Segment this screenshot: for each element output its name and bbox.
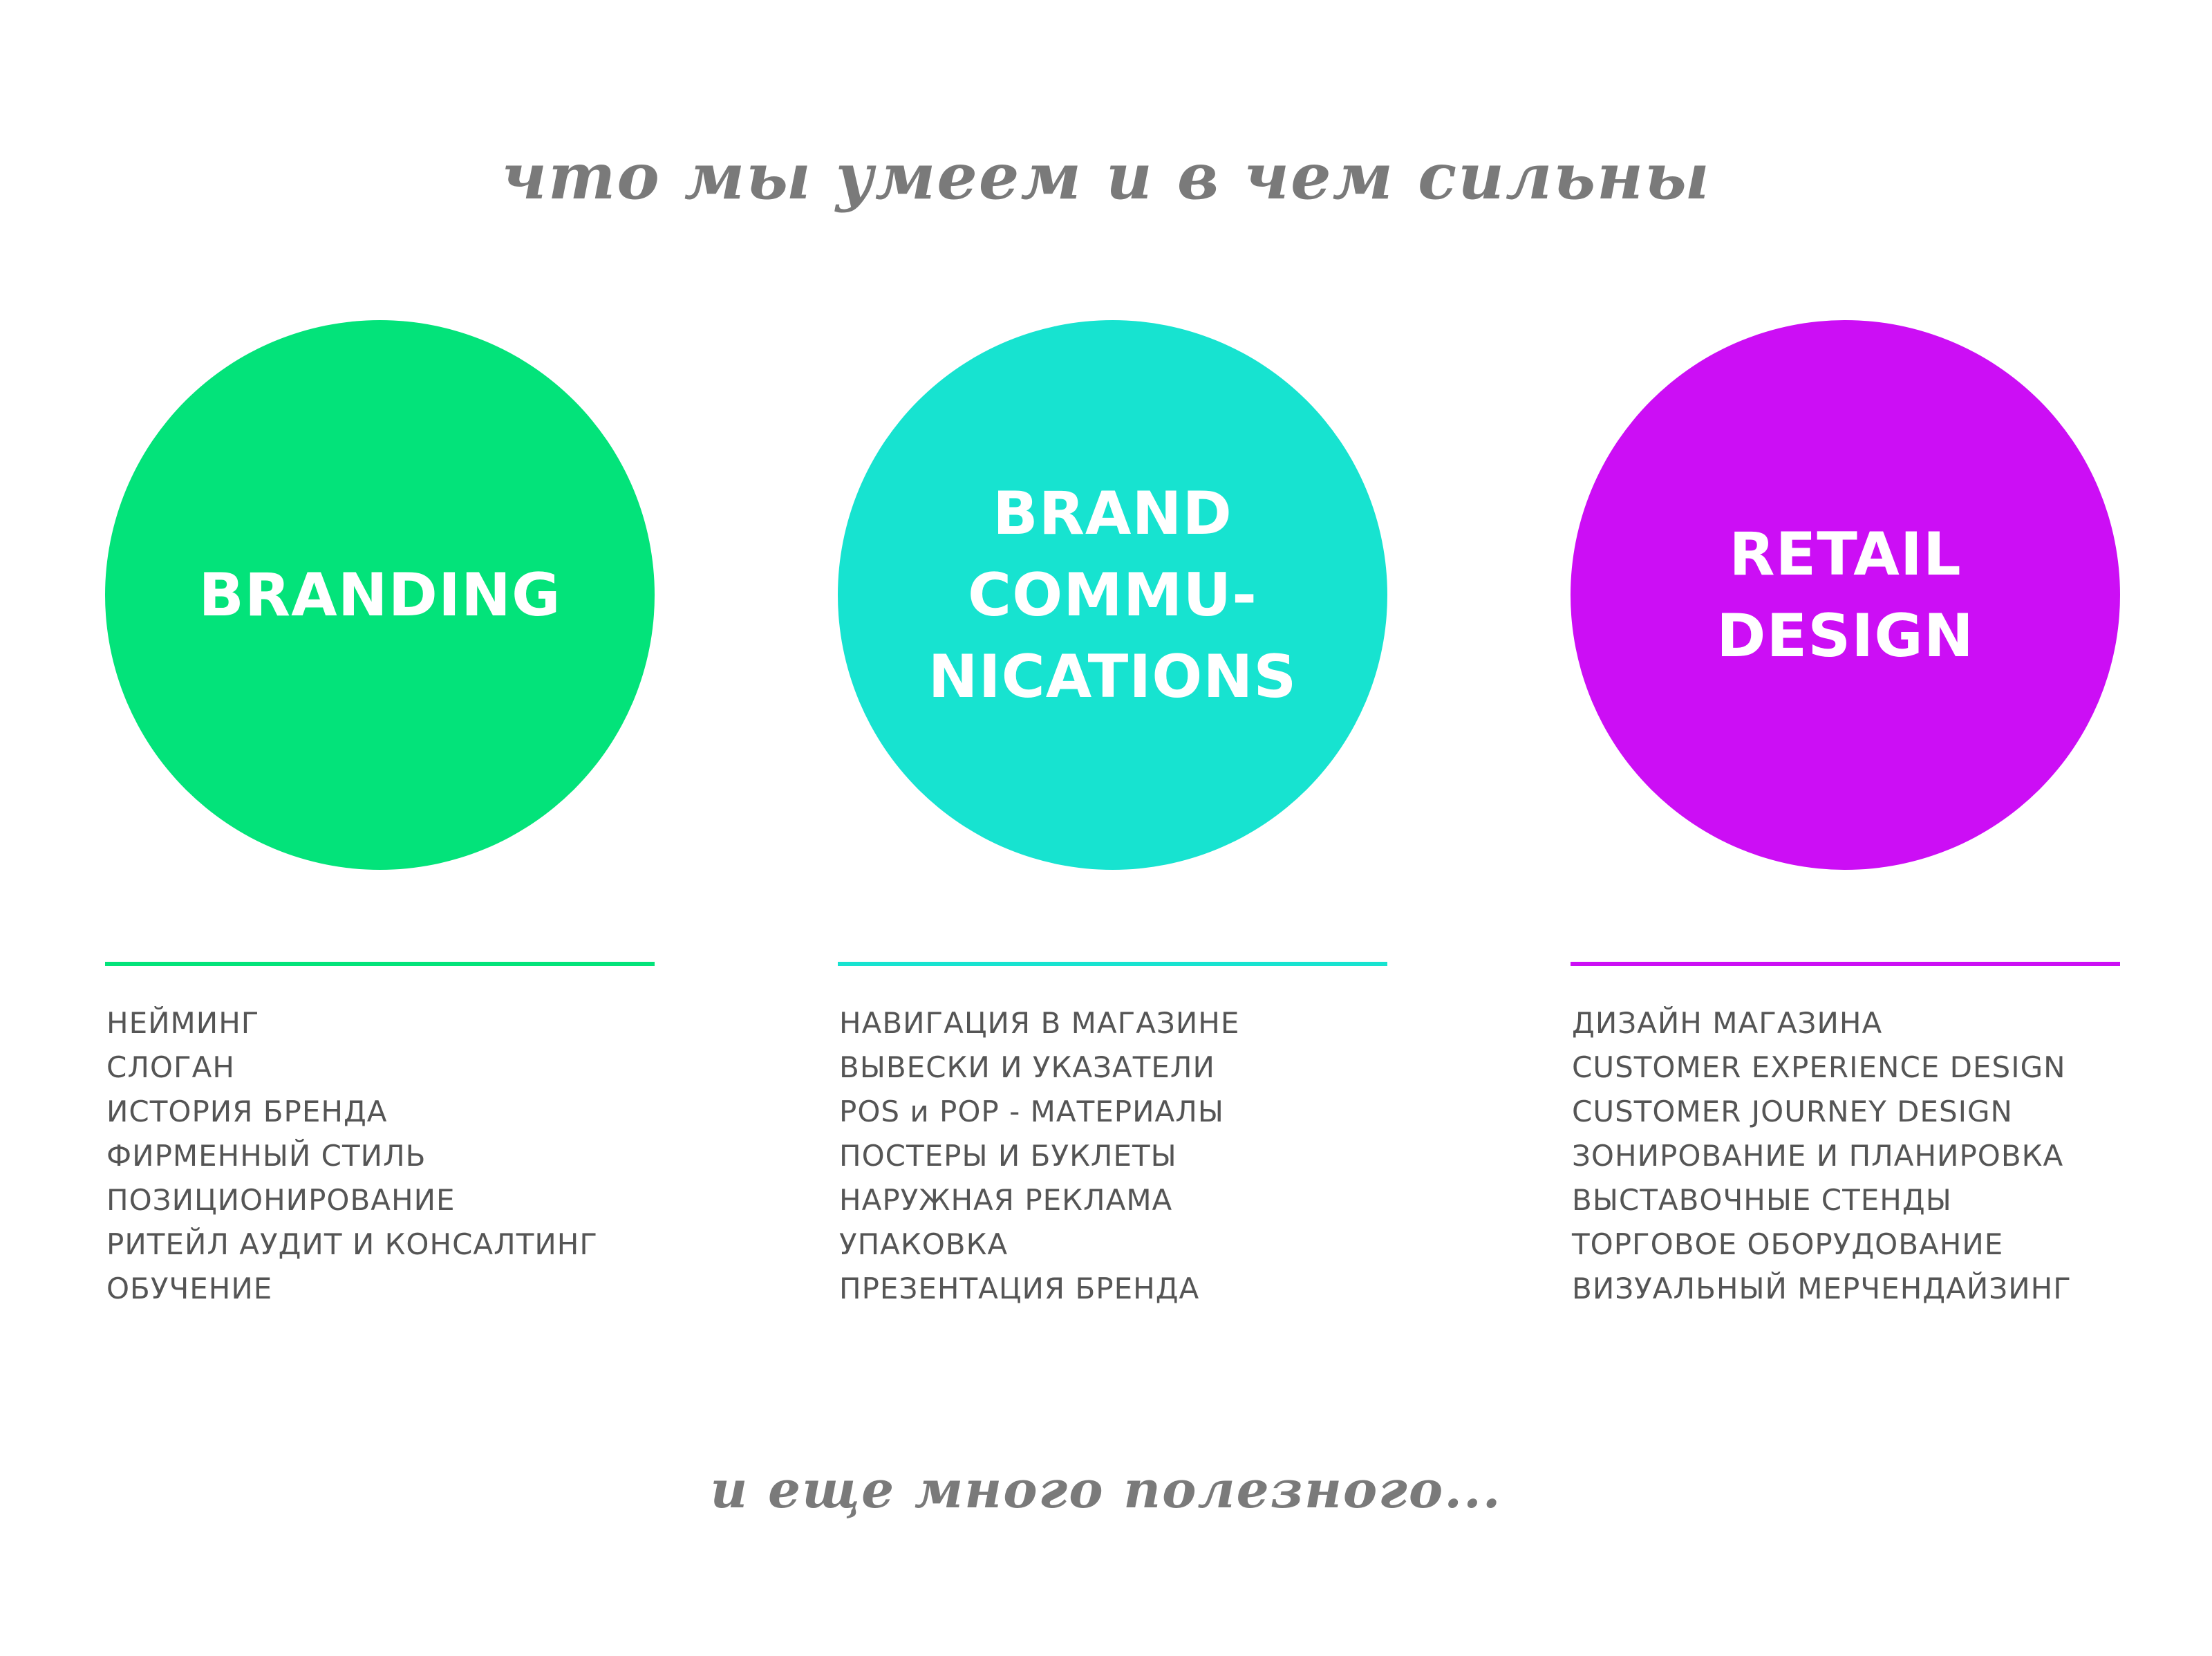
branding-circle: BRANDING bbox=[105, 320, 655, 870]
retail-design-service-list: ДИЗАЙН МАГАЗИНА CUSTOMER EXPERIENCE DESI… bbox=[1572, 1001, 2072, 1311]
branding-circle-title: BRANDING bbox=[198, 560, 561, 630]
list-item: CUSTOMER JOURNEY DESIGN bbox=[1572, 1095, 2013, 1128]
list-item: ИСТОРИЯ БРЕНДА bbox=[106, 1095, 388, 1128]
retail-design-divider bbox=[1571, 962, 2120, 966]
list-item: ОБУЧЕНИЕ bbox=[106, 1272, 273, 1305]
column-branding: BRANDING НЕЙМИНГ СЛОГАН ИСТОРИЯ БРЕНДА Ф… bbox=[105, 320, 655, 1305]
branding-divider bbox=[105, 962, 655, 966]
list-item: СЛОГАН bbox=[106, 1050, 235, 1084]
list-item: ВЫВЕСКИ И УКАЗАТЕЛИ bbox=[839, 1050, 1215, 1084]
list-item: НЕЙМИНГ bbox=[106, 1006, 260, 1040]
list-item: POS и POP - МАТЕРИАЛЫ bbox=[839, 1095, 1224, 1128]
list-item: НАВИГАЦИЯ В МАГАЗИНЕ bbox=[839, 1006, 1240, 1040]
list-item: РИТЕЙЛ АУДИТ И КОНСАЛТИНГ bbox=[106, 1227, 598, 1261]
page-title: что мы умеем и в чем сильны bbox=[501, 139, 1711, 214]
brand-communications-circle-title: BRAND COMMU- NICATIONS bbox=[928, 478, 1297, 711]
list-item: ВЫСТАВОЧНЫЕ СТЕНДЫ bbox=[1572, 1183, 1952, 1217]
list-item: ТОРГОВОЕ ОБОРУДОВАНИЕ bbox=[1572, 1227, 2004, 1261]
retail-design-circle: RETAIL DESIGN bbox=[1571, 320, 2120, 870]
list-item: ПОСТЕРЫ И БУКЛЕТЫ bbox=[839, 1139, 1177, 1173]
retail-design-circle-title: RETAIL DESIGN bbox=[1716, 519, 1974, 671]
list-item: ПОЗИЦИОНИРОВАНИЕ bbox=[106, 1183, 456, 1217]
brand-communications-circle: BRAND COMMU- NICATIONS bbox=[838, 320, 1387, 870]
list-item: ПРЕЗЕНТАЦИЯ БРЕНДА bbox=[839, 1272, 1200, 1305]
list-item: ВИЗУАЛЬНЫЙ МЕРЧЕНДАЙЗИНГ bbox=[1572, 1272, 2072, 1305]
list-item: ФИРМЕННЫЙ СТИЛЬ bbox=[106, 1139, 427, 1173]
column-brand-communications: BRAND COMMU- NICATIONS НАВИГАЦИЯ В МАГАЗ… bbox=[838, 320, 1387, 1305]
footer-tagline: и еще много полезного... bbox=[710, 1460, 1502, 1520]
list-item: ДИЗАЙН МАГАЗИНА bbox=[1572, 1006, 1883, 1040]
column-retail-design: RETAIL DESIGN ДИЗАЙН МАГАЗИНА CUSTOMER E… bbox=[1571, 320, 2120, 1305]
list-item: ЗОНИРОВАНИЕ И ПЛАНИРОВКА bbox=[1572, 1139, 2064, 1173]
list-item: УПАКОВКА bbox=[839, 1227, 1009, 1261]
brand-communications-divider bbox=[838, 962, 1387, 966]
branding-service-list: НЕЙМИНГ СЛОГАН ИСТОРИЯ БРЕНДА ФИРМЕННЫЙ … bbox=[106, 1001, 598, 1311]
list-item: CUSTOMER EXPERIENCE DESIGN bbox=[1572, 1050, 2066, 1084]
list-item: НАРУЖНАЯ РЕКЛАМА bbox=[839, 1183, 1173, 1217]
brand-communications-service-list: НАВИГАЦИЯ В МАГАЗИНЕ ВЫВЕСКИ И УКАЗАТЕЛИ… bbox=[839, 1001, 1239, 1311]
